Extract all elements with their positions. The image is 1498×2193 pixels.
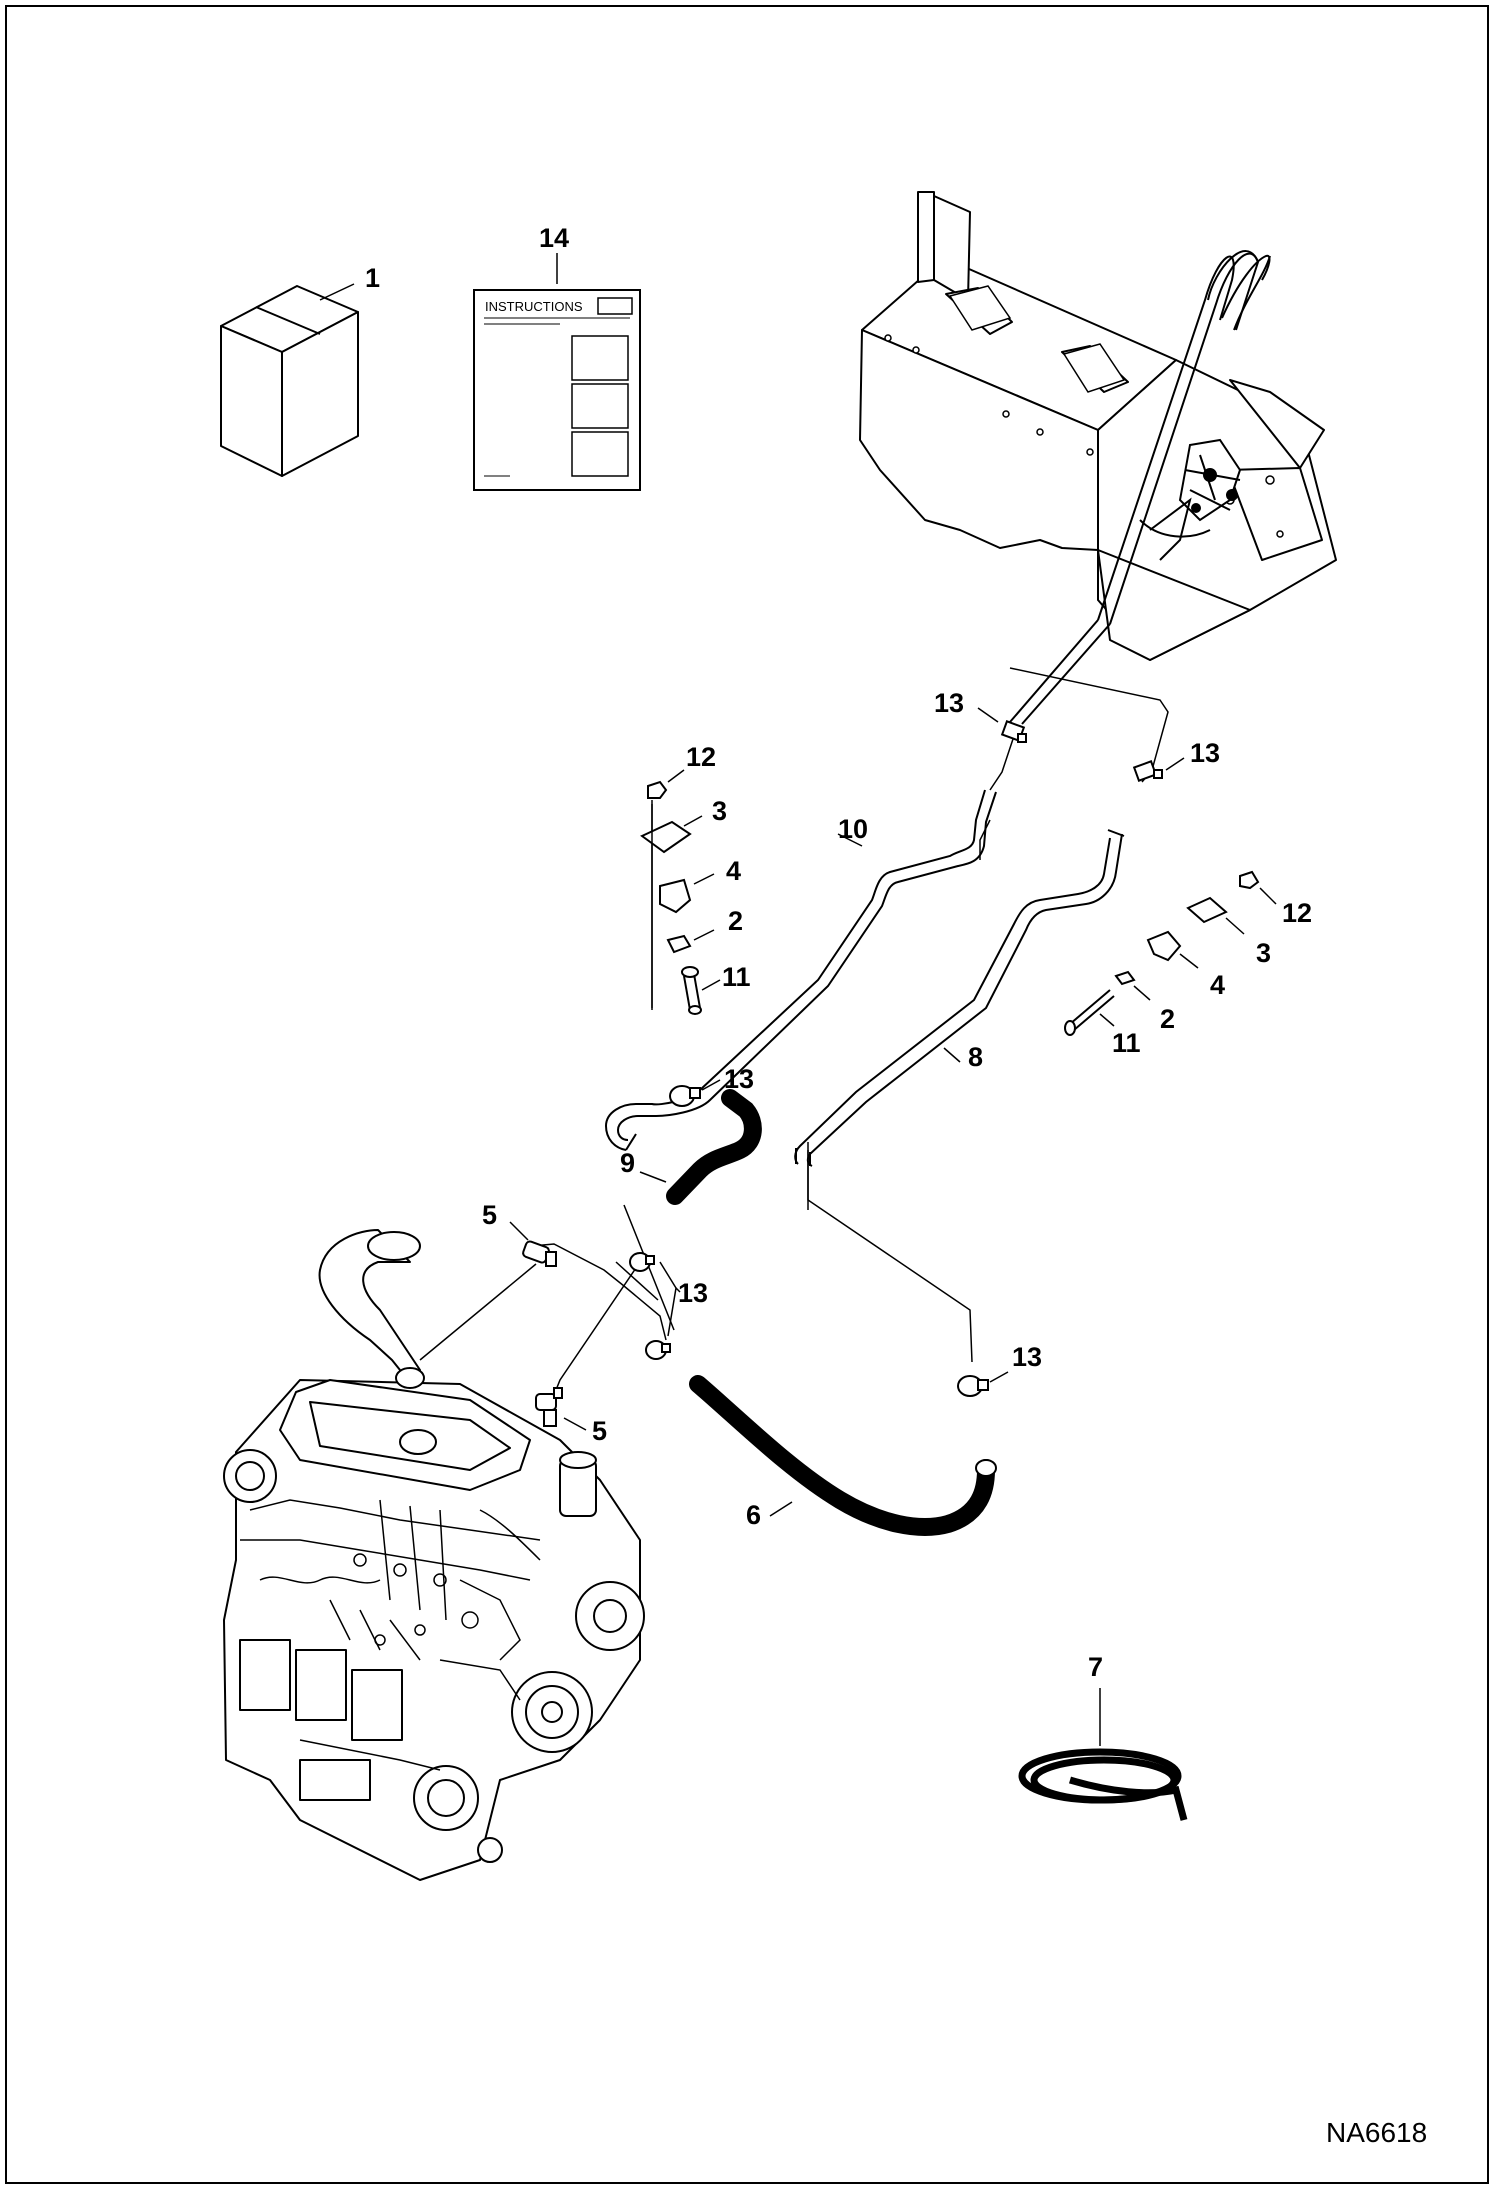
clamp-13-upper-right: [1132, 760, 1163, 782]
console-control-cluster: [1139, 438, 1242, 561]
callout-11-left: 11: [722, 962, 751, 992]
hose-6-end: [975, 1459, 997, 1477]
callout-10: 10: [838, 814, 868, 844]
callout-12-left: 12: [686, 742, 716, 772]
instructions-sheet: [473, 289, 641, 491]
hose-coil-7: [1018, 1748, 1188, 1821]
callout-13a: 13: [934, 688, 964, 718]
fitting-5-lower: [535, 1387, 563, 1427]
callout-13d: 13: [678, 1278, 708, 1308]
clamp-13-upper-left: [1000, 720, 1027, 743]
mount-hardware-right-leaders: [1099, 887, 1277, 1027]
clamp-13-right-lower: [957, 1375, 989, 1397]
callout-8: 8: [968, 1042, 983, 1072]
fitting-5-upper: [522, 1240, 557, 1267]
engine-assembly: [223, 1229, 645, 1881]
callout-2-right: 2: [1160, 1004, 1175, 1034]
hose-9: [666, 1089, 762, 1205]
callout-7: 7: [1088, 1652, 1103, 1682]
callout-13c: 13: [724, 1064, 754, 1094]
clamp-13-lower-lower: [645, 1340, 671, 1360]
kit-box: [220, 285, 359, 477]
callout-12-right: 12: [1282, 898, 1312, 928]
engine-detail-lines: [240, 1499, 541, 1771]
clamp-13-lower-upper: [629, 1252, 655, 1272]
heater-tube-loops: [1009, 250, 1271, 725]
callout-3-left: 3: [712, 796, 727, 826]
mount-hardware-left: [640, 780, 702, 1015]
clamp-13-mid: [669, 1085, 701, 1107]
mount-hardware-right: [1064, 870, 1260, 1036]
callout-13e: 13: [1012, 1342, 1042, 1372]
leader-lines: [419, 667, 1169, 1411]
mount-hardware-left-leaders: [651, 769, 721, 1008]
hose-6: [689, 1375, 995, 1536]
callout-3-right: 3: [1256, 938, 1271, 968]
callout-14: 14: [539, 223, 569, 253]
callout-11-right: 11: [1112, 1028, 1141, 1058]
callout-2-left: 2: [728, 906, 743, 936]
callout-4-right: 4: [1210, 970, 1225, 1000]
callout-9: 9: [620, 1148, 635, 1178]
callout-6: 6: [746, 1500, 761, 1530]
figure-code: NA6618: [1326, 2117, 1427, 2148]
callout-13b: 13: [1190, 738, 1220, 768]
diagram-frame: [5, 5, 1489, 2184]
tube-8: [794, 829, 1125, 1167]
heater-console-assembly: [859, 191, 1337, 661]
callout-1: 1: [365, 263, 380, 293]
callout-5a: 5: [482, 1200, 497, 1230]
instructions-title: INSTRUCTIONS: [485, 299, 583, 314]
callout-5b: 5: [592, 1416, 607, 1446]
clamp-13-lower-leader: [659, 1261, 681, 1337]
callout-4-left: 4: [726, 856, 741, 886]
